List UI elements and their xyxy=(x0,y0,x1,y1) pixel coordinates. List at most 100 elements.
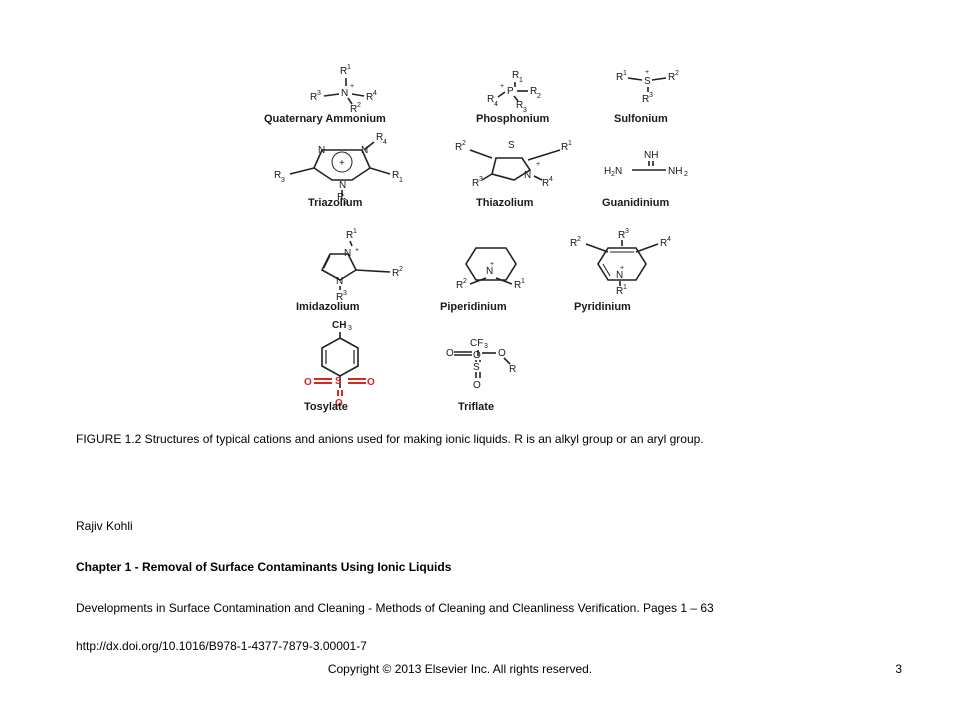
copyright-notice: Copyright © 2013 Elsevier Inc. All right… xyxy=(327,662,593,676)
structure-label-5: Guanidinium xyxy=(602,197,669,209)
svg-text:O: O xyxy=(473,350,481,361)
chapter-title: Chapter 1 - Removal of Surface Contamina… xyxy=(76,560,452,574)
svg-text:S: S xyxy=(473,362,480,373)
svg-text:3: 3 xyxy=(317,90,321,97)
structure-label-8: Pyridinium xyxy=(574,301,631,313)
svg-text:O: O xyxy=(335,398,343,409)
svg-text:3: 3 xyxy=(523,107,527,114)
svg-text:2: 2 xyxy=(462,140,466,147)
svg-text:R: R xyxy=(472,178,479,189)
svg-text:R: R xyxy=(570,238,577,249)
svg-text:1: 1 xyxy=(519,77,523,84)
svg-text:4: 4 xyxy=(494,101,498,108)
page-number: 3 xyxy=(895,662,902,676)
svg-text:S: S xyxy=(335,376,342,387)
svg-text:R: R xyxy=(455,142,462,153)
svg-text:NH: NH xyxy=(668,166,682,177)
svg-text:+: + xyxy=(500,83,504,90)
svg-text:R: R xyxy=(516,100,523,111)
svg-text:R: R xyxy=(337,192,344,203)
svg-text:O: O xyxy=(367,377,375,388)
doi-link[interactable]: http://dx.doi.org/10.1016/B978-1-4377-78… xyxy=(76,639,367,653)
svg-text:N: N xyxy=(318,145,325,156)
svg-text:+: + xyxy=(536,161,540,168)
svg-text:O: O xyxy=(498,348,506,359)
structure-label-3: Triazolium xyxy=(308,197,363,209)
svg-text:2: 2 xyxy=(675,70,679,77)
svg-text:O: O xyxy=(304,377,312,388)
svg-text:N: N xyxy=(361,145,368,156)
svg-text:4: 4 xyxy=(667,236,671,243)
svg-text:+: + xyxy=(620,265,624,272)
structure-label-10: Triflate xyxy=(458,401,494,413)
svg-text:R: R xyxy=(509,364,516,375)
structure-label-7: Piperidinium xyxy=(440,301,507,313)
svg-text:CH: CH xyxy=(332,320,346,331)
svg-text:R: R xyxy=(376,132,383,143)
svg-text:N: N xyxy=(339,180,346,191)
svg-text:3: 3 xyxy=(484,343,488,350)
svg-text:R: R xyxy=(530,86,537,97)
svg-text:3: 3 xyxy=(348,325,352,332)
svg-text:+: + xyxy=(355,247,359,254)
svg-text:4: 4 xyxy=(373,90,377,97)
svg-text:+: + xyxy=(645,69,649,76)
svg-text:R: R xyxy=(512,70,519,81)
svg-text:1: 1 xyxy=(521,278,525,285)
svg-text:N: N xyxy=(336,276,343,287)
svg-text:1: 1 xyxy=(623,284,627,291)
svg-text:2: 2 xyxy=(611,171,615,178)
svg-text:+: + xyxy=(339,158,345,169)
svg-text:3: 3 xyxy=(479,176,483,183)
svg-text:R: R xyxy=(660,238,667,249)
figure-caption: FIGURE 1.2 Structures of typical cations… xyxy=(76,432,704,446)
svg-text:CF: CF xyxy=(470,338,483,349)
svg-text:R: R xyxy=(542,178,549,189)
svg-text:N: N xyxy=(344,248,351,259)
svg-text:1: 1 xyxy=(623,70,627,77)
svg-text:2: 2 xyxy=(399,266,403,273)
svg-text:3: 3 xyxy=(343,290,347,297)
svg-text:R: R xyxy=(340,66,347,77)
svg-text:R: R xyxy=(274,170,281,181)
svg-text:N: N xyxy=(615,166,622,177)
book-source: Developments in Surface Contamination an… xyxy=(76,601,714,615)
svg-text:2: 2 xyxy=(344,199,348,206)
structure-label-0: Quaternary Ammonium xyxy=(264,113,386,125)
structure-label-9: Tosylate xyxy=(304,401,348,413)
svg-text:S: S xyxy=(644,76,651,87)
author-name: Rajiv Kohli xyxy=(76,519,133,533)
svg-text:N: N xyxy=(486,266,493,277)
svg-text:1: 1 xyxy=(353,228,357,235)
svg-text:1: 1 xyxy=(399,177,403,184)
svg-text:R: R xyxy=(668,72,675,83)
svg-text:H: H xyxy=(604,166,611,177)
svg-text:S: S xyxy=(508,140,515,151)
svg-text:R: R xyxy=(392,268,399,279)
svg-text:R: R xyxy=(618,230,625,241)
svg-text:+: + xyxy=(490,261,494,268)
svg-text:R: R xyxy=(456,280,463,291)
svg-text:R: R xyxy=(642,94,649,105)
svg-text:R: R xyxy=(366,92,373,103)
svg-text:O: O xyxy=(473,380,481,391)
svg-text:O: O xyxy=(446,348,454,359)
svg-text:2: 2 xyxy=(684,171,688,178)
svg-text:4: 4 xyxy=(383,139,387,146)
svg-text:3: 3 xyxy=(649,92,653,99)
svg-text:R: R xyxy=(310,92,317,103)
svg-text:N: N xyxy=(524,170,531,181)
svg-text:4: 4 xyxy=(549,176,553,183)
svg-text:R: R xyxy=(346,230,353,241)
svg-text:N: N xyxy=(616,270,623,281)
svg-text:2: 2 xyxy=(463,278,467,285)
svg-text:NH: NH xyxy=(644,150,658,161)
